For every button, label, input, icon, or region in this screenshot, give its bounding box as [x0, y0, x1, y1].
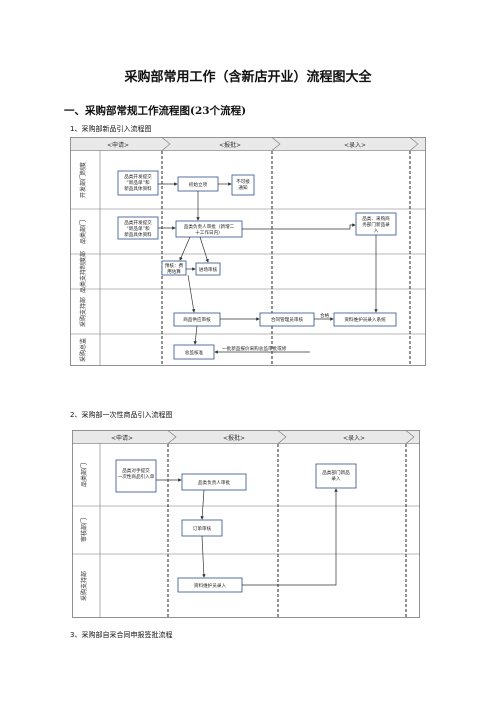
flow1-box-5: 品类负责人审批（新增二十工作日内）	[184, 223, 235, 236]
flow1-box-12: 总监核准	[185, 349, 204, 356]
flow2-box-2: 品类负责人审批	[198, 479, 231, 486]
b1-l1: 品类开发提交	[124, 173, 152, 180]
flow2-lane-2: 审核部门	[80, 518, 88, 542]
document-title: 采购部常用工作（含新店开业）流程图大全	[124, 70, 372, 85]
flow1-box-3: 不可接通知	[236, 178, 250, 191]
flow1-box-6: 品类、采购商务部门新品录入	[362, 215, 390, 234]
flow1-heading: 1、采购部新品引入流程图	[70, 125, 152, 133]
flow-diagram-2: <申请> <报批> <录入> 品类部门 审核部门 采购支持部 品类对手提交一次性…	[72, 430, 420, 618]
flow1-box-1: 品类开发提交“新品单”和新品具体资料	[124, 173, 152, 192]
flow2-box-3: 品类部门新品录入	[322, 469, 350, 482]
flow1-pass-label: 合格	[320, 312, 330, 319]
flow2-lane-3: 采购支持部	[80, 571, 88, 601]
lane-label-3: 品类支持制度部	[79, 251, 87, 293]
flow2-box-5: 资料维护员录入	[194, 582, 227, 589]
flow3-heading: 3、采购部自采合同申报签批流程	[70, 631, 173, 639]
lane-label-5: 采购总监	[79, 338, 87, 362]
lane-label-1: 开发部门制度	[79, 162, 87, 198]
flow1-box-11: 资料维护员录入系统	[344, 316, 386, 323]
lane-label-4: 采购支持部	[79, 297, 87, 327]
phase-label-entry: <录入>	[344, 141, 366, 149]
section-heading: 一、采购部常规工作流程图(23个流程)	[64, 105, 247, 117]
flow2-box-1: 品类对手提交一次性商品引入单	[118, 467, 155, 480]
phase-label-approve: <报批>	[219, 141, 241, 149]
flow-diagram-1: <申请> <报批> <录入> 开发部门制度 品类部门 品类支持制度部 采购支持部…	[70, 137, 426, 366]
flow1-note-label: 一批新品报价采购总监审批或修	[222, 345, 287, 352]
lane-label-2: 品类部门	[79, 220, 87, 244]
flow1-box-4: 品类开发提交“新品单”和新品具体资料	[124, 219, 152, 238]
flow2-heading: 2、采购部一次性商品引入流程图	[70, 411, 173, 419]
flow1-box-2: 初始立项	[189, 181, 208, 188]
flow2-phase-entry: <录入>	[343, 434, 365, 442]
phase-label-apply: <申请>	[107, 141, 129, 149]
flow2-phase-apply: <申请>	[111, 434, 133, 442]
flow1-box-7: 预核：费用估算	[165, 262, 184, 275]
flow2-lane-1: 品类部门	[80, 463, 88, 487]
flow1-box-9: 商品供应审核	[183, 316, 211, 323]
flow2-phase-approve: <报批>	[223, 434, 245, 442]
flow1-box-10: 合同管理员审核	[271, 316, 304, 323]
flow1-box-8: 进场审核	[199, 266, 218, 273]
flow2-box-4: 订单审核	[193, 525, 212, 532]
